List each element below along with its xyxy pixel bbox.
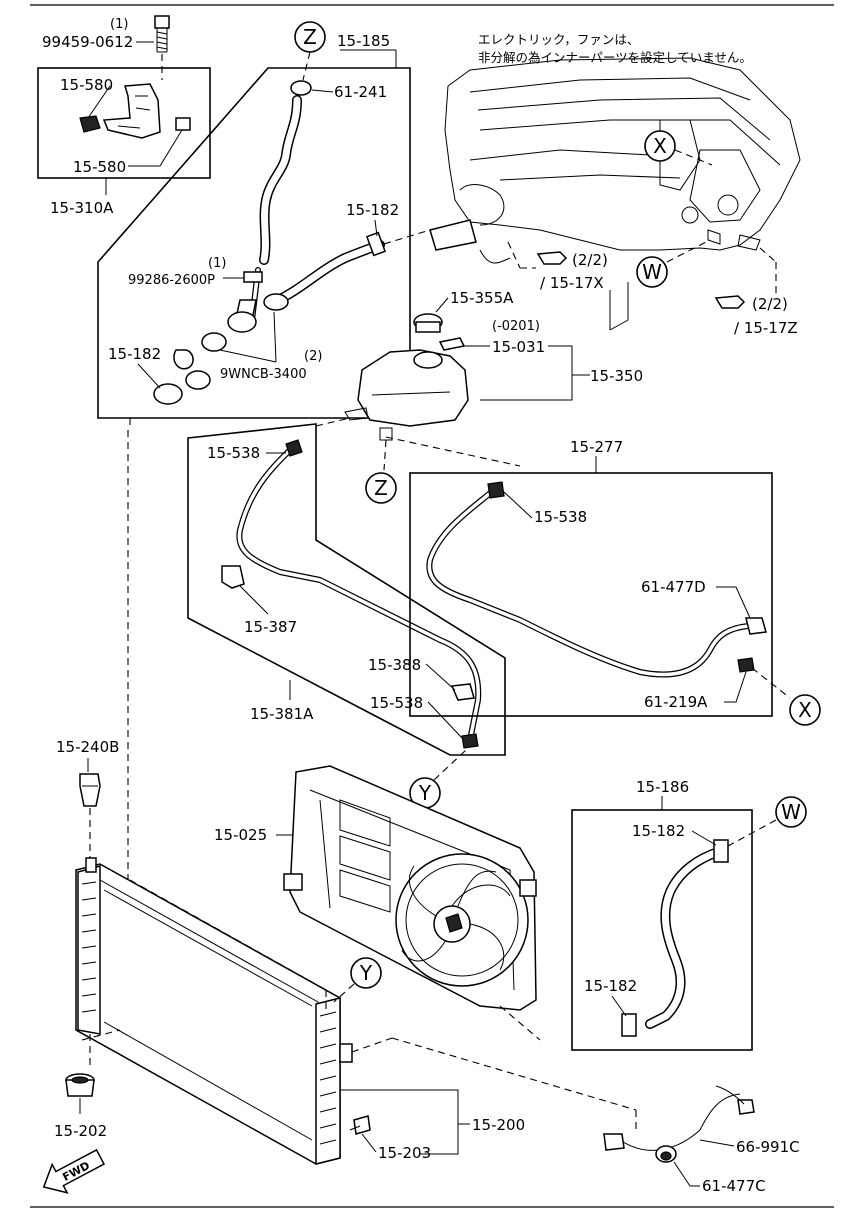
clamp-61-241 — [290, 80, 312, 96]
hose-381-label: 15-381A — [250, 705, 314, 723]
ref-x-label[interactable]: (2/2) — [572, 251, 608, 269]
pipe-label: 99286-2600P — [128, 273, 215, 288]
grommet-label: 15-240B — [56, 738, 119, 756]
harness-label: 66-991C — [736, 1138, 800, 1156]
mount-label: 15-202 — [54, 1122, 107, 1140]
clip-388-label: 15-388 — [368, 656, 421, 674]
clamp-left-label: 15-182 — [108, 345, 161, 363]
bolt-part-number: 99459-0612 — [42, 33, 133, 51]
cap-sticker — [438, 337, 466, 351]
clamp-477c-label: 61-477C — [702, 1177, 766, 1195]
grommet-part — [79, 773, 101, 807]
ref-z-label[interactable]: (2/2) — [752, 295, 788, 313]
coolant-cap — [413, 313, 443, 333]
clip-387-label: 15-387 — [244, 618, 297, 636]
clip-580-a-label: 15-580 — [60, 76, 113, 94]
shroud-label: 15-025 — [214, 826, 267, 844]
z-callout-tank — [365, 472, 397, 504]
radiator — [75, 857, 353, 1165]
bracket-box — [37, 67, 211, 179]
bracket-part — [79, 83, 191, 139]
clamp-upper-label: 61-241 — [334, 83, 387, 101]
ref-z-page[interactable]: / 15-17Z — [734, 319, 798, 337]
hose-lower-label: 15-186 — [636, 778, 689, 796]
z-callout-tank-text: Z — [374, 476, 388, 500]
hose-277-box — [409, 472, 773, 717]
cap-label-number: 15-031 — [492, 338, 545, 356]
left-hose-clamp — [153, 349, 211, 405]
w-callout-lower-text: W — [781, 800, 801, 824]
x-callout-right-text: X — [798, 698, 812, 722]
drain-label: 15-203 — [378, 1144, 431, 1162]
heater-hose-381a — [221, 439, 482, 749]
clamp-lower-a-label: 15-182 — [632, 822, 685, 840]
y-callout-hose-text: Y — [418, 781, 432, 805]
y-callout-radiator-text: Y — [359, 961, 373, 985]
clip-580-b-label: 15-580 — [73, 158, 126, 176]
w-callout-lower — [775, 796, 807, 828]
clip-538-a-label: 15-538 — [207, 444, 260, 462]
upper-hose — [259, 95, 302, 265]
x-callout-engine-text: X — [653, 134, 667, 158]
z-callout-top-text: Z — [303, 25, 317, 49]
cap-range: (-0201) — [492, 319, 540, 334]
clamp-engine-label: 15-182 — [346, 201, 399, 219]
radiator-label: 15-200 — [472, 1116, 525, 1134]
lower-radiator-hose — [621, 839, 729, 1037]
oring-label: 9WNCB-3400 — [220, 367, 307, 382]
tank-label: 15-350 — [590, 367, 643, 385]
clamp-477d-label: 61-477D — [641, 578, 706, 596]
ref-x-page[interactable]: / 15-17X — [540, 274, 604, 292]
ref-z-hand-icon[interactable] — [714, 295, 746, 309]
oring-qty: (2) — [304, 349, 322, 364]
bracket-label: 15-310A — [50, 199, 114, 217]
drain-plug — [349, 1115, 371, 1135]
forward-arrow-icon: FWD — [42, 1148, 106, 1194]
clamp-219-label: 61-219A — [644, 693, 708, 711]
hose-upper-label: 15-185 — [337, 32, 390, 50]
cap-label: 15-355A — [450, 289, 514, 307]
engine-side-hose — [273, 231, 387, 305]
y-callout-radiator — [350, 957, 382, 989]
fan-shroud — [283, 765, 537, 1011]
x-callout-right — [789, 694, 821, 726]
bolt-qty: (1) — [110, 17, 128, 32]
clamp-477c — [655, 1145, 677, 1163]
clip-538-b-label: 15-538 — [370, 694, 423, 712]
engine-assembly — [429, 57, 801, 331]
heater-hose-277 — [426, 481, 767, 678]
note-line-2: 非分解の為インナーパーツを設定していません。 — [478, 50, 752, 65]
x-callout-engine — [644, 130, 676, 162]
clip-538-c-label: 15-538 — [534, 508, 587, 526]
expansion-tank — [344, 349, 469, 441]
ref-x-hand-icon[interactable] — [536, 251, 568, 265]
fan-harness — [603, 1085, 755, 1151]
pipe-qty: (1) — [208, 256, 226, 271]
hose-381a-box — [187, 423, 506, 756]
hose-277-label: 15-277 — [570, 438, 623, 456]
lower-hose-box — [571, 809, 753, 1051]
o-ring-parts — [201, 293, 289, 352]
bolt-part — [154, 15, 170, 53]
clamp-lower-b-label: 15-182 — [584, 977, 637, 995]
note-line-1: エレクトリック，ファンは、 — [478, 32, 639, 47]
upper-hose-box — [97, 67, 411, 419]
w-callout-engine — [636, 256, 668, 288]
w-callout-engine-text: W — [642, 260, 662, 284]
radiator-mount — [65, 1073, 95, 1097]
